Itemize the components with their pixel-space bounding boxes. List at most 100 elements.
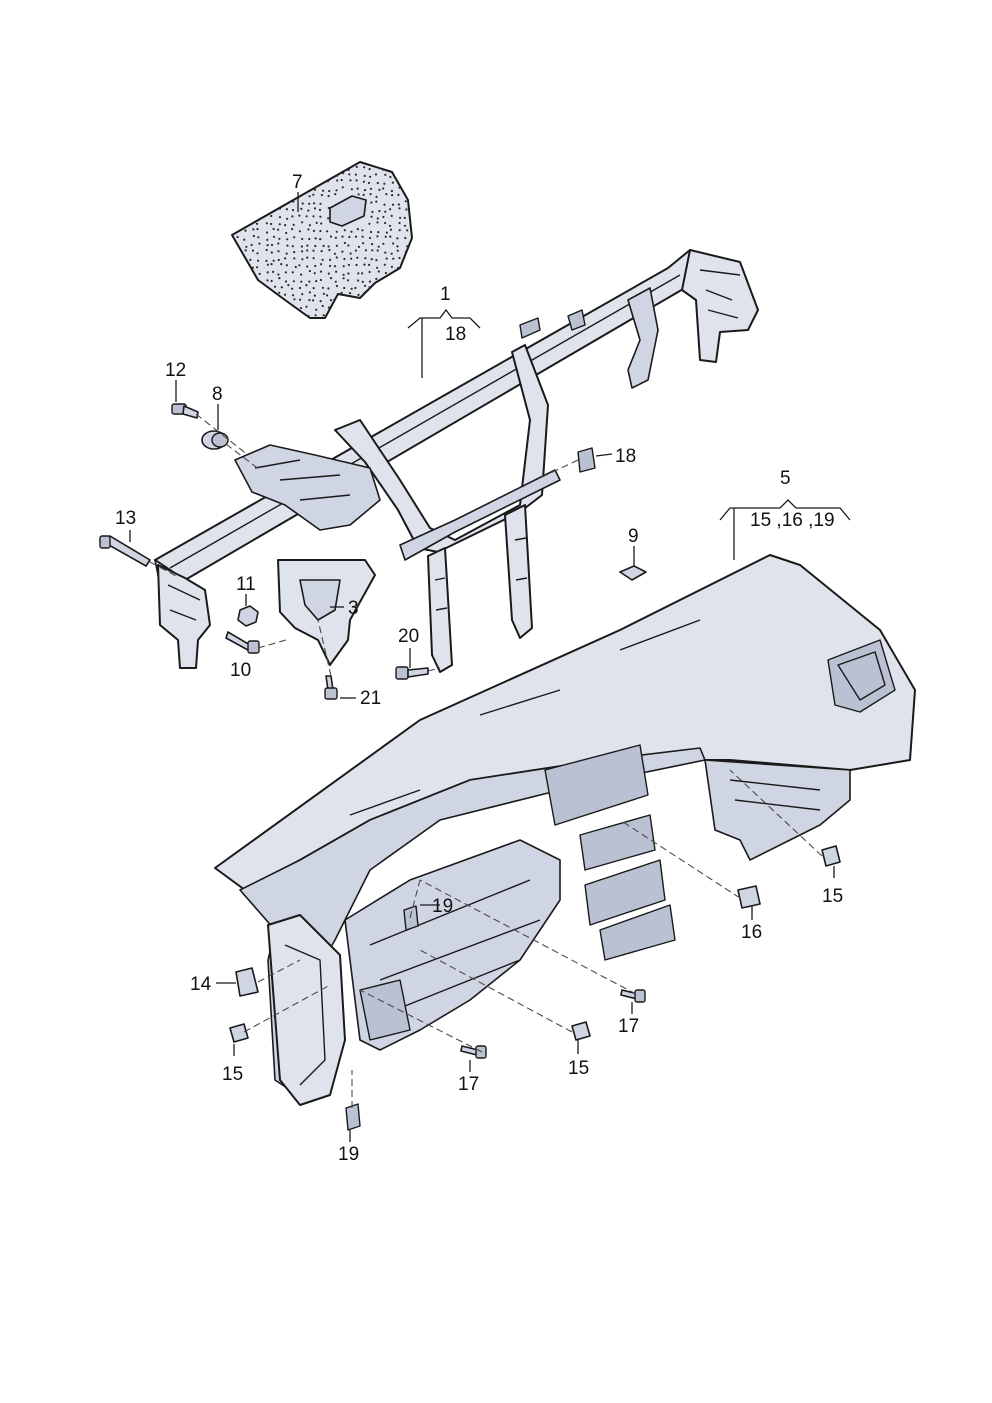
perforation-dot <box>376 266 379 269</box>
perforation-dot <box>312 287 315 290</box>
bracket-part[interactable] <box>277 559 376 666</box>
perforation-dot <box>346 279 350 282</box>
perforation-dot <box>329 277 333 280</box>
perforation-dot <box>307 314 310 318</box>
perforation-dot <box>370 258 373 261</box>
perforation-dot <box>371 243 374 246</box>
perforation-dot <box>256 278 259 281</box>
perforation-dot <box>301 250 304 253</box>
perforation-dot <box>266 279 269 282</box>
perforation-dot <box>266 238 269 241</box>
perforation-dot <box>256 252 259 255</box>
perforation-dot <box>356 256 359 259</box>
clip-19-lower-part[interactable] <box>345 1103 361 1131</box>
perforation-dot <box>319 270 323 273</box>
perforation-dot <box>280 286 283 289</box>
clip-15-center-part[interactable] <box>571 1021 591 1041</box>
perforation-dot <box>405 208 408 211</box>
bolt-17-center-part[interactable] <box>460 1045 487 1059</box>
perforation-dot <box>277 273 280 276</box>
perforation-dot <box>243 238 246 241</box>
perforation-dot <box>383 203 386 206</box>
perforation-dot <box>273 285 277 288</box>
clip-14-part[interactable] <box>235 967 259 997</box>
perforation-dot <box>306 256 309 259</box>
clip-9-part[interactable] <box>619 565 647 581</box>
perforation-dot <box>258 242 261 245</box>
perforation-dot <box>362 193 365 196</box>
perforation-dot <box>350 287 353 290</box>
callout-7: 7 <box>292 172 303 193</box>
perforation-dot <box>377 231 380 234</box>
perforation-dot <box>383 263 386 266</box>
perforation-dot <box>270 251 273 254</box>
perforation-dot <box>335 270 338 273</box>
perforation-dot <box>319 202 322 205</box>
insulation-mat-part[interactable] <box>231 161 413 319</box>
perforation-dot <box>277 258 280 262</box>
perforation-dot <box>404 250 408 253</box>
perforation-dot <box>293 257 296 260</box>
perforation-dot <box>299 307 303 310</box>
perforation-dot <box>329 258 332 261</box>
perforation-dot <box>272 270 275 273</box>
bolt-12-part[interactable] <box>171 403 199 419</box>
dash-panel-part[interactable] <box>214 554 916 1106</box>
perforation-dot <box>284 271 287 274</box>
perforation-dot <box>291 271 294 274</box>
perforation-dot <box>369 236 372 240</box>
perforation-dot <box>284 280 288 283</box>
perforation-dot <box>376 235 379 238</box>
clip-18-part[interactable] <box>577 447 596 473</box>
perforation-dot <box>382 168 385 171</box>
perforation-dot <box>313 294 316 297</box>
perforation-dot <box>327 306 330 309</box>
perforation-dot <box>404 236 407 240</box>
clip-15-right-part[interactable] <box>821 845 841 867</box>
bolt-10-part[interactable] <box>225 631 260 654</box>
perforation-dot <box>406 245 409 248</box>
bolt-21-part[interactable] <box>324 675 338 700</box>
nut-11-part[interactable] <box>237 605 259 627</box>
clip-15-left-part[interactable] <box>229 1023 249 1043</box>
perforation-dot <box>347 244 350 247</box>
callout-18: 18 <box>615 446 636 467</box>
perforation-dot <box>308 237 311 241</box>
grommet-8-part[interactable] <box>201 430 229 450</box>
perforation-dot <box>333 265 337 268</box>
bolt-13-part[interactable] <box>99 535 151 567</box>
perforation-dot <box>327 194 330 198</box>
perforation-dot <box>320 222 323 225</box>
perforation-dot <box>278 291 281 294</box>
perforation-dot <box>249 258 252 261</box>
perforation-dot <box>334 236 337 239</box>
perforation-dot <box>266 244 269 247</box>
perforation-dot <box>342 172 345 175</box>
bolt-17-right-part[interactable] <box>620 989 646 1003</box>
perforation-dot <box>385 231 388 234</box>
clip-16-part[interactable] <box>737 885 761 909</box>
perforation-dot <box>285 208 288 211</box>
perforation-dot <box>308 269 311 273</box>
perforation-dot <box>278 216 282 219</box>
perforation-dot <box>292 223 295 226</box>
perforation-dot <box>270 263 273 266</box>
perforation-dot <box>347 168 350 171</box>
cross-member-part[interactable] <box>154 249 759 673</box>
perforation-dot <box>398 186 401 189</box>
perforation-dot <box>348 235 351 239</box>
perforation-dot <box>350 188 353 191</box>
callout-13: 13 <box>115 508 136 529</box>
callout-20: 20 <box>398 626 419 647</box>
bolt-20-part[interactable] <box>395 666 429 680</box>
perforation-dot <box>245 245 248 248</box>
perforation-dot <box>369 187 373 190</box>
perforation-dot <box>265 248 268 252</box>
perforation-dot <box>355 179 358 182</box>
perforation-dot <box>390 214 393 217</box>
perforation-dot <box>266 271 269 274</box>
perforation-dot <box>329 235 333 238</box>
perforation-dot <box>370 201 373 204</box>
clip-19-upper-part[interactable] <box>403 905 419 931</box>
perforation-dot <box>305 284 308 287</box>
